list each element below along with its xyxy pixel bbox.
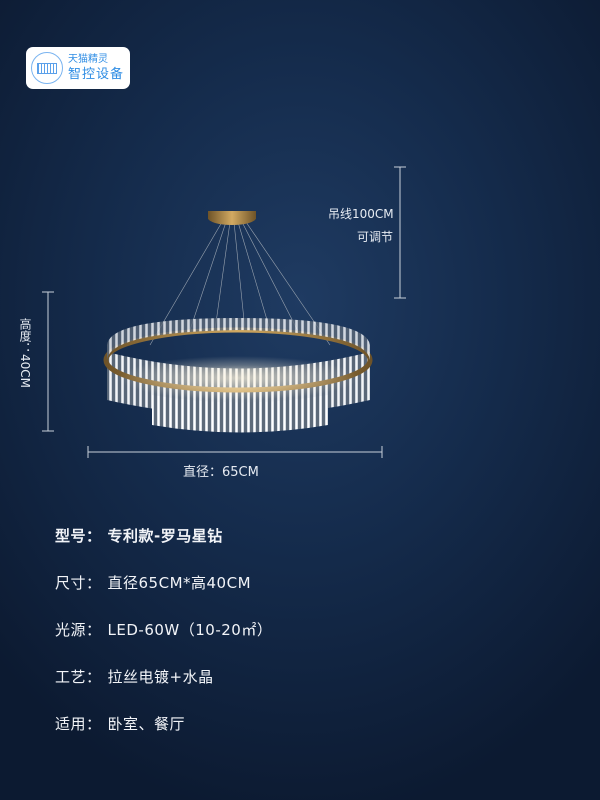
- tmall-genie-badge: 天猫精灵 智控设备: [26, 47, 130, 89]
- tmall-genie-icon: [31, 52, 63, 84]
- spec-value: 直径65CM*高40CM: [107, 574, 252, 592]
- chandelier: [103, 211, 373, 433]
- hanging-length-label: 吊线100CM: [328, 207, 394, 221]
- spec-key: 适用：: [55, 715, 102, 733]
- spec-usage: 适用： 卧室、餐厅: [55, 713, 272, 760]
- spec-list: 型号： 专利款-罗马星钻 尺寸： 直径65CM*高40CM 光源： LED-60W（1…: [55, 525, 272, 760]
- spec-size: 尺寸： 直径65CM*高40CM: [55, 572, 272, 619]
- height-label: 高度：40CM: [18, 318, 32, 389]
- badge-line2: 智控设备: [68, 67, 125, 82]
- spec-light-source: 光源： LED-60W（10-20㎡）: [55, 619, 272, 666]
- spec-key: 尺寸：: [55, 574, 102, 592]
- spec-value: LED-60W（10-20㎡）: [107, 621, 273, 639]
- spec-key: 型号：: [55, 527, 102, 545]
- diameter-label: 直径：65CM: [183, 465, 259, 480]
- dimension-lines: [42, 166, 406, 458]
- spec-value: 专利款-罗马星钻: [107, 527, 223, 545]
- spec-model: 型号： 专利款-罗马星钻: [55, 525, 272, 572]
- spec-key: 光源：: [55, 621, 102, 639]
- spec-value: 拉丝电镀+水晶: [107, 668, 214, 686]
- adjustable-label: 可调节: [357, 230, 394, 244]
- badge-line1: 天猫精灵: [68, 54, 108, 65]
- spec-key: 工艺：: [55, 668, 102, 686]
- spec-value: 卧室、餐厅: [107, 715, 186, 733]
- spec-craft: 工艺： 拉丝电镀+水晶: [55, 666, 272, 713]
